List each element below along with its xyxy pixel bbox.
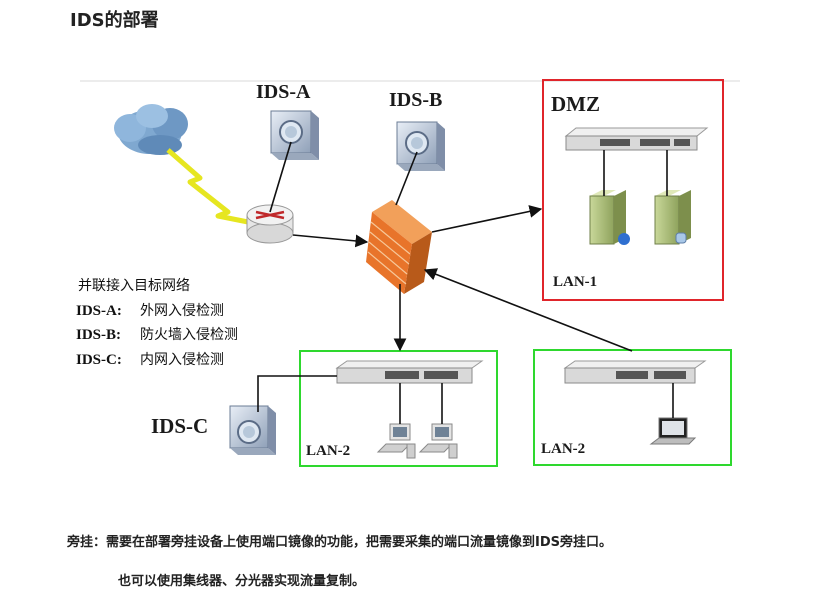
- link-ids-c: [257, 375, 337, 412]
- lan2-right-zone: [533, 349, 732, 466]
- lan2-left-switch-icon: [335, 360, 484, 384]
- page-title: IDS的部署: [70, 10, 159, 31]
- legend-ids-a-value: 外网入侵检测: [140, 302, 224, 319]
- link-ids-b: [395, 151, 418, 206]
- lan1-label: LAN-1: [553, 274, 597, 290]
- ids-b-icon: [396, 121, 445, 171]
- link-router-firewall: [292, 234, 369, 248]
- footer-line1: 旁挂：需要在部署旁挂设备上使用端口镜像的功能，把需要采集的端口流量镜像到IDS旁…: [67, 535, 612, 550]
- database-server-icon: [654, 190, 691, 245]
- legend-ids-c-value: 内网入侵检测: [140, 351, 224, 368]
- lan2-right-label: LAN-2: [541, 441, 585, 457]
- ids-c-label: IDS-C: [151, 414, 208, 438]
- firewall-icon: [366, 200, 432, 294]
- router-icon: [246, 204, 294, 244]
- pc-icon: [418, 423, 458, 459]
- link-lan2-firewall: [423, 268, 633, 352]
- dmz-label: DMZ: [551, 92, 600, 116]
- link-ids-a: [269, 141, 292, 213]
- link-firewall-dmz: [431, 205, 543, 233]
- legend-ids-a-key: IDS-A:: [76, 303, 122, 319]
- wan-link-icon: [166, 148, 249, 225]
- server-icon: [589, 190, 630, 245]
- legend-line1: 并联接入目标网络: [78, 277, 190, 294]
- internet-cloud-icon: [114, 104, 188, 155]
- legend-ids-b-value: 防火墙入侵检测: [140, 326, 238, 343]
- pc-icon: [376, 423, 416, 459]
- legend-ids-b-key: IDS-B:: [76, 327, 121, 343]
- ids-b-label: IDS-B: [389, 89, 442, 111]
- ids-a-icon: [270, 110, 319, 160]
- footer-line2: 也可以使用集线器、分光器实现流量复制。: [118, 574, 366, 589]
- legend-ids-c-key: IDS-C:: [76, 352, 122, 368]
- dmz-zone: [542, 79, 724, 301]
- ids-a-label: IDS-A: [256, 81, 311, 103]
- dmz-switch-icon: [564, 127, 709, 151]
- ids-c-icon: [229, 405, 276, 455]
- laptop-icon: [649, 417, 697, 445]
- network-diagram: IDS-A IDS-B IDS-C DMZ LAN-1 LAN-2 LAN-2 …: [76, 79, 740, 467]
- lan2-right-switch-icon: [563, 360, 707, 384]
- lan2-left-label: LAN-2: [306, 443, 350, 459]
